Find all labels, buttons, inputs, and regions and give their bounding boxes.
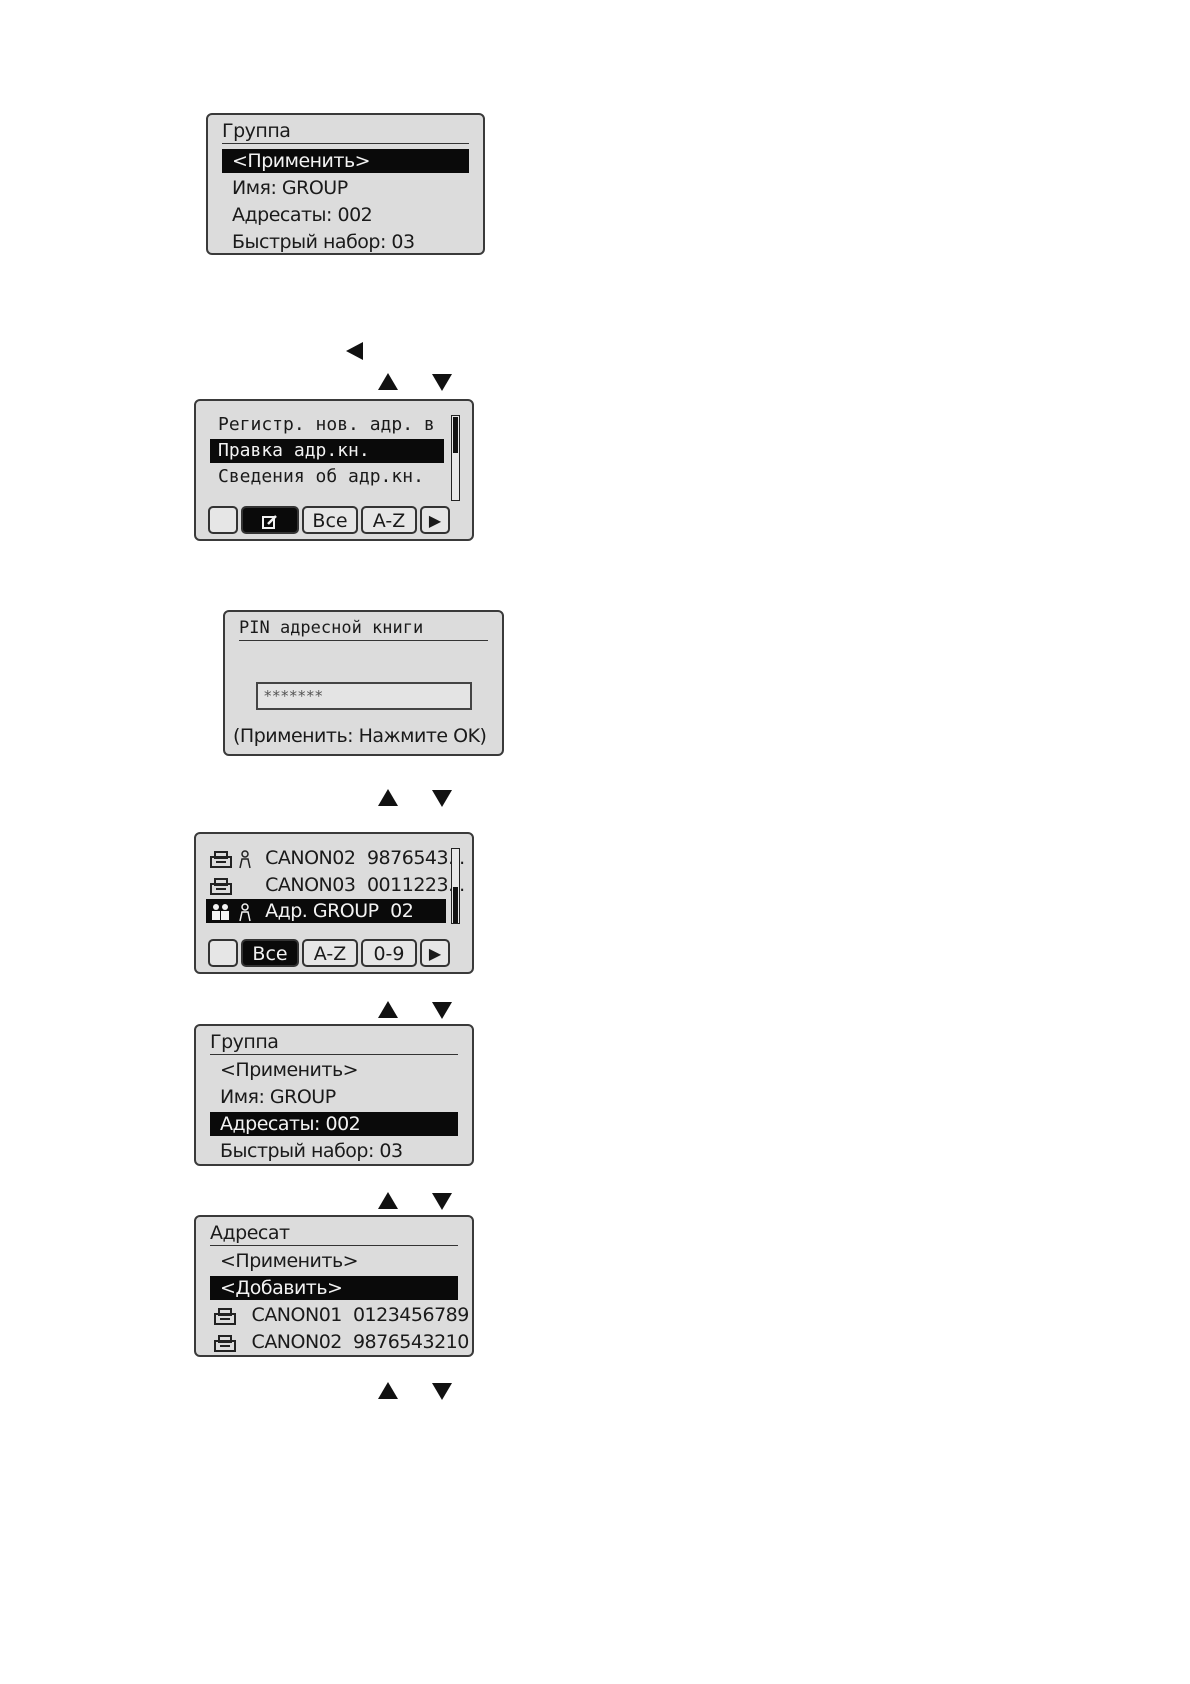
list-item[interactable]: CANON01 0123456789	[210, 1303, 469, 1327]
lcd-title: Группа	[222, 119, 469, 144]
menu-item-address-book-info[interactable]: Сведения об адр.кн.	[218, 466, 424, 487]
softkey-next[interactable]: ▶	[420, 506, 450, 534]
up-arrow-icon	[378, 789, 398, 806]
up-arrow-icon	[378, 1382, 398, 1399]
softkey-0-9[interactable]: 0-9	[361, 939, 417, 967]
lcd-title: Адресат	[210, 1221, 458, 1246]
pin-input[interactable]: *******	[256, 682, 472, 710]
entry-number: 02	[390, 900, 414, 922]
lcd-title: PIN адресной книги	[239, 616, 488, 641]
menu-item-speed-dial[interactable]: Быстрый набор: 03	[232, 231, 415, 253]
softkey-blank[interactable]	[208, 939, 238, 967]
lcd-address-list: CANON02 9876543... CANON03 0011223... Ад…	[194, 832, 474, 974]
menu-item-speed-dial[interactable]: Быстрый набор: 03	[220, 1140, 403, 1162]
lcd-group-panel-apply: Группа <Применить> Имя: GROUP Адресаты: …	[206, 113, 485, 255]
lcd-pin-entry: PIN адресной книги ******* (Применить: Н…	[223, 610, 504, 756]
softkey-a-z[interactable]: A-Z	[302, 939, 358, 967]
softkey-all[interactable]: Все	[241, 939, 299, 967]
person-icon	[238, 902, 251, 921]
scrollbar-thumb[interactable]	[453, 887, 458, 923]
menu-item-recipients[interactable]: Адресаты: 002	[232, 204, 373, 226]
softkey-a-z[interactable]: A-Z	[361, 506, 417, 534]
menu-item-add[interactable]: <Добавить>	[210, 1276, 458, 1300]
menu-item-apply[interactable]: <Применить>	[222, 149, 469, 173]
up-arrow-icon	[378, 1192, 398, 1209]
hint-text: (Применить: Нажмите OK)	[233, 725, 487, 747]
list-item[interactable]: CANON02 9876543210	[210, 1330, 469, 1354]
scrollbar-thumb[interactable]	[453, 417, 458, 453]
fax-icon	[210, 877, 232, 895]
entry-text: CANON01 0123456789	[251, 1304, 470, 1326]
up-arrow-icon	[378, 1001, 398, 1018]
group-icon	[212, 903, 229, 920]
list-item[interactable]: Адр. GROUP 02	[206, 899, 446, 923]
entry-name: CANON03	[265, 874, 356, 896]
down-arrow-icon	[432, 1193, 452, 1210]
lcd-recipient-panel: Адресат <Применить> <Добавить> CANON01 0…	[194, 1215, 474, 1357]
lcd-group-panel-recipients: Группа <Применить> Имя: GROUP Адресаты: …	[194, 1024, 474, 1166]
softkey-next[interactable]: ▶	[420, 939, 450, 967]
fax-icon	[210, 850, 232, 868]
menu-item-apply[interactable]: <Применить>	[220, 1059, 359, 1081]
left-arrow-icon	[346, 342, 363, 360]
menu-item-recipients[interactable]: Адресаты: 002	[210, 1112, 458, 1136]
entry-name: Адр. GROUP	[265, 900, 379, 922]
menu-item-name[interactable]: Имя: GROUP	[220, 1086, 336, 1108]
softkey-blank[interactable]	[208, 506, 238, 534]
list-item[interactable]: CANON03 0011223...	[206, 873, 465, 897]
edit-icon	[262, 514, 277, 529]
softkey-bar: Все A-Z 0-9 ▶	[208, 939, 460, 969]
softkey-bar: Все A-Z ▶	[208, 506, 460, 536]
down-arrow-icon	[432, 374, 452, 391]
menu-item-register-new-address[interactable]: Регистр. нов. адр. в	[218, 414, 435, 435]
entry-text: CANON02 9876543210	[251, 1331, 470, 1353]
lcd-address-book-menu: Регистр. нов. адр. в Правка адр.кн. Свед…	[194, 399, 474, 541]
person-icon	[238, 849, 251, 868]
softkey-edit[interactable]	[241, 506, 299, 534]
menu-item-edit-address-book[interactable]: Правка адр.кн.	[210, 439, 444, 463]
list-item[interactable]: CANON02 9876543...	[206, 846, 465, 870]
down-arrow-icon	[432, 1383, 452, 1400]
entry-number: 9876543...	[366, 847, 465, 869]
down-arrow-icon	[432, 790, 452, 807]
entry-name: CANON02	[265, 847, 356, 869]
up-arrow-icon	[378, 373, 398, 390]
softkey-all[interactable]: Все	[302, 506, 358, 534]
lcd-title: Группа	[210, 1030, 458, 1055]
down-arrow-icon	[432, 1002, 452, 1019]
scrollbar[interactable]	[451, 415, 460, 501]
menu-item-apply[interactable]: <Применить>	[220, 1250, 359, 1272]
menu-item-name[interactable]: Имя: GROUP	[232, 177, 348, 199]
scrollbar[interactable]	[451, 848, 460, 924]
entry-number: 0011223...	[366, 874, 465, 896]
fax-icon	[214, 1334, 236, 1352]
fax-icon	[214, 1307, 236, 1325]
